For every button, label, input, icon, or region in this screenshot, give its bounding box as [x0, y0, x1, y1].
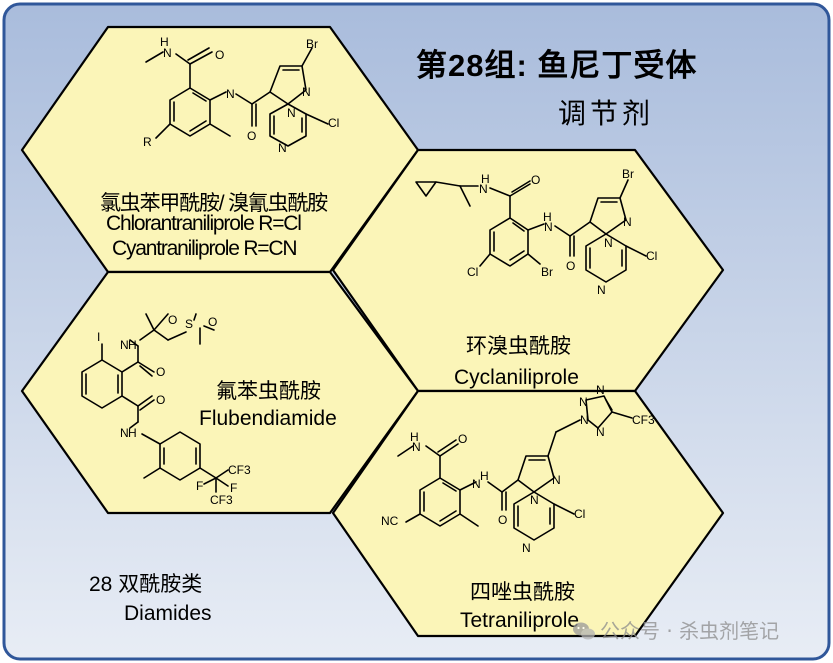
svg-text:N: N: [544, 220, 553, 234]
svg-text:H: H: [481, 172, 490, 186]
svg-text:H: H: [410, 430, 419, 444]
molecule-tetraniliprole: [397, 395, 633, 541]
svg-text:N: N: [552, 473, 561, 487]
svg-text:N: N: [287, 106, 296, 120]
chat-bubbles-icon: [573, 622, 595, 640]
svg-text:N: N: [530, 493, 539, 507]
svg-text:N: N: [120, 426, 129, 440]
figure-title: 第28组: 鱼尼丁受体: [416, 48, 698, 83]
compound-name-cn: 环溴虫酰胺: [466, 335, 571, 358]
compound-name-en: Cyantraniliprole R=CN: [112, 237, 298, 260]
svg-text:O: O: [458, 432, 467, 446]
molecule-chlorantraniliprole-atoms: H N O N O R Br N N N Cl: [143, 35, 339, 155]
svg-text:O: O: [247, 129, 256, 143]
svg-text:CF3: CF3: [228, 463, 251, 477]
compound-name-cn: 氯虫苯甲酰胺/ 溴氰虫酰胺: [100, 192, 328, 215]
svg-text:N: N: [479, 182, 488, 196]
svg-text:Br: Br: [622, 167, 634, 181]
svg-text:N: N: [596, 425, 605, 439]
compound-name-en: Flubendiamide: [199, 407, 337, 430]
svg-text:N: N: [596, 383, 605, 397]
watermark: 公众号 · 杀虫剂笔记: [572, 615, 779, 644]
svg-text:O: O: [208, 315, 217, 329]
svg-text:N: N: [412, 440, 421, 454]
compound-name-en: Tetraniliprole: [460, 609, 580, 632]
svg-text:R: R: [143, 135, 152, 149]
group-name-cn: 28 双酰胺类: [89, 573, 203, 596]
svg-text:Br: Br: [306, 37, 318, 51]
hexagon-flubendiamide: [20, 270, 420, 515]
molecule-chlorantraniliprole: [145, 47, 329, 147]
svg-text:F: F: [230, 481, 237, 495]
svg-text:O: O: [531, 173, 540, 187]
hexagon-tetraniliprole: [331, 389, 725, 638]
svg-text:N: N: [226, 87, 235, 101]
figure-subtitle: 调节剂: [558, 98, 655, 129]
svg-text:Cl: Cl: [467, 265, 478, 279]
svg-text:F: F: [196, 479, 203, 493]
svg-text:H: H: [480, 469, 489, 483]
svg-text:O: O: [168, 313, 177, 327]
svg-text:N: N: [604, 236, 613, 250]
svg-text:H: H: [160, 35, 169, 49]
group-name-en: Diamides: [124, 602, 212, 625]
molecule-cyclaniliprole-atoms: H N O H N O Cl Br Br N N N Cl: [467, 167, 657, 297]
molecule-cyclaniliprole: [415, 179, 647, 283]
molecule-flubendiamide: [81, 313, 229, 493]
svg-text:H: H: [128, 426, 137, 440]
svg-text:Br: Br: [541, 265, 553, 279]
compound-name-en: Chlorantraniliprole R=Cl: [106, 212, 302, 235]
svg-text:O: O: [498, 513, 507, 527]
svg-text:N: N: [163, 46, 172, 60]
svg-text:NC: NC: [381, 514, 399, 528]
svg-text:H: H: [543, 210, 552, 224]
svg-text:CF3: CF3: [632, 413, 655, 427]
svg-text:O: O: [156, 365, 165, 379]
svg-text:N: N: [278, 141, 287, 155]
svg-text:O: O: [215, 48, 224, 62]
svg-text:N: N: [597, 283, 606, 297]
watermark-text: 公众号 · 杀虫剂笔记: [600, 619, 780, 643]
svg-text:Cl: Cl: [574, 507, 585, 521]
svg-text:I: I: [97, 330, 100, 344]
compound-name-cn: 氟苯虫酰胺: [216, 380, 321, 403]
svg-text:S: S: [185, 317, 193, 331]
compound-name-en: Cyclaniliprole: [454, 366, 579, 389]
svg-text:Cl: Cl: [646, 249, 657, 263]
svg-text:N: N: [302, 85, 311, 99]
svg-text:N: N: [472, 477, 481, 491]
compound-name-cn: 四唑虫酰胺: [470, 581, 575, 604]
svg-text:O: O: [566, 259, 575, 273]
molecule-flubendiamide-atoms: I N H O S O O O N H CF3 F CF3 F: [97, 313, 251, 507]
svg-text:O: O: [156, 393, 165, 407]
molecule-tetraniliprole-atoms: H N O N H O NC N N N N N N CF3 N Cl: [381, 383, 655, 555]
svg-text:N: N: [522, 541, 531, 555]
svg-text:N: N: [580, 413, 589, 427]
svg-text:N: N: [120, 338, 129, 352]
svg-text:N: N: [579, 395, 588, 409]
svg-text:CF3: CF3: [210, 493, 233, 507]
svg-text:Cl: Cl: [328, 116, 339, 130]
svg-text:N: N: [623, 215, 632, 229]
svg-text:H: H: [128, 338, 137, 352]
